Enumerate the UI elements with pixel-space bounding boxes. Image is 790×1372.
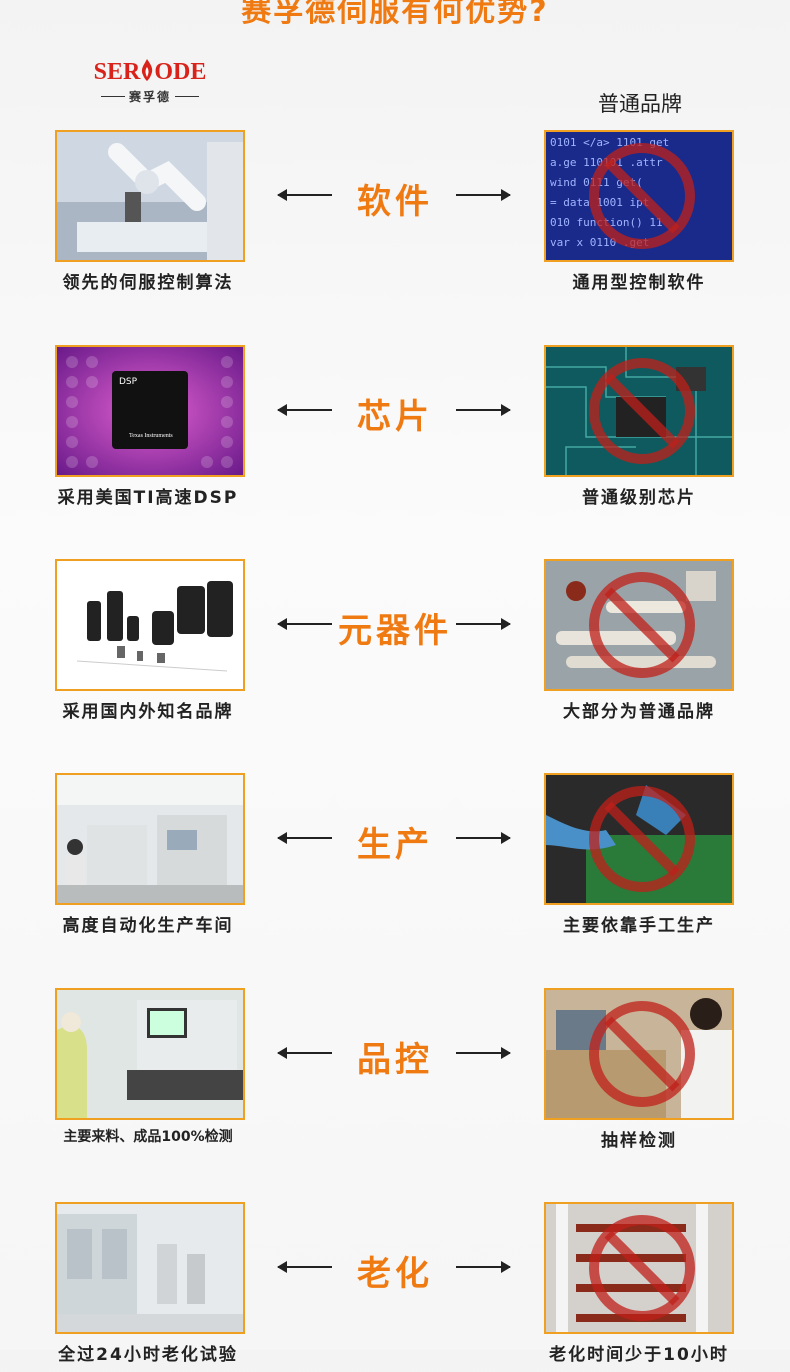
servode-caption: 采用美国TI高速DSP — [57, 488, 239, 508]
comparison-row-chip: DSP Texas Instruments 芯片 采用美国TI高速DSP 普通级… — [0, 345, 790, 515]
left-arrow — [277, 404, 332, 416]
left-arrow — [277, 1047, 332, 1059]
right-arrow — [456, 189, 511, 201]
right-arrow — [456, 1047, 511, 1059]
left-arrow — [277, 832, 332, 844]
svg-text:0101 </a> 1101 get: 0101 </a> 1101 get — [550, 136, 669, 149]
comparison-row-software: 软件 0101 </a> 1101 get a.ge 110101 .attr … — [0, 130, 790, 300]
common-brand-label: 普通品牌 — [598, 92, 682, 116]
automated-workshop-photo — [55, 773, 245, 905]
svg-text:wind 0111 get(: wind 0111 get( — [550, 176, 643, 189]
feature-label: 芯片 — [357, 397, 433, 437]
common-caption: 普通级别芯片 — [582, 488, 696, 508]
common-caption: 大部分为普通品牌 — [563, 702, 715, 722]
svg-text:a.ge 110101 .attr: a.ge 110101 .attr — [550, 156, 663, 169]
manual-assembly-photo — [544, 773, 734, 905]
circuit-board-photo — [544, 345, 734, 477]
code-screen-photo: 0101 </a> 1101 get a.ge 110101 .attr win… — [544, 130, 734, 262]
servode-caption: 全过24小时老化试验 — [58, 1345, 238, 1365]
svg-text:010 function() 11: 010 function() 11 — [550, 216, 663, 229]
left-arrow — [277, 618, 332, 630]
common-caption: 主要依靠手工生产 — [563, 916, 715, 936]
inspection-station-photo — [55, 988, 245, 1120]
comparison-row-production: 生产 高度自动化生产车间 主要依靠手工生产 — [0, 773, 790, 943]
comparison-row-aging: 老化 全过24小时老化试验 老化时间少于10小时 — [0, 1202, 790, 1372]
resistors-photo — [544, 559, 734, 691]
svg-text:var x 0110 .get: var x 0110 .get — [550, 236, 649, 249]
left-arrow — [277, 1261, 332, 1273]
aging-room-photo — [55, 1202, 245, 1334]
right-arrow — [456, 832, 511, 844]
feature-label: 生产 — [357, 825, 433, 865]
flame-icon — [142, 59, 153, 81]
feature-label: 元器件 — [338, 611, 452, 651]
chip-label: DSP — [119, 377, 138, 387]
common-caption: 老化时间少于10小时 — [549, 1345, 729, 1365]
robot-arm-photo — [55, 130, 245, 262]
servode-caption: 高度自动化生产车间 — [62, 916, 234, 936]
aging-rack-photo — [544, 1202, 734, 1334]
left-arrow — [277, 189, 332, 201]
right-arrow — [456, 1261, 511, 1273]
comparison-row-components: 元器件 采用国内外知名品牌 大部分为普通品牌 — [0, 559, 790, 729]
servode-caption: 主要来料、成品100%检测 — [63, 1129, 233, 1145]
right-arrow — [456, 404, 511, 416]
servode-caption: 领先的伺服控制算法 — [62, 273, 234, 293]
capacitors-photo — [55, 559, 245, 691]
dsp-chip-photo: DSP Texas Instruments — [55, 345, 245, 477]
comparison-row-quality: 品控 主要来料、成品100%检测 抽样检测 — [0, 988, 790, 1158]
feature-label: 软件 — [357, 182, 433, 222]
ti-brand: Texas Instruments — [129, 433, 173, 439]
feature-label: 品控 — [357, 1040, 433, 1080]
sampling-inspection-photo — [544, 988, 734, 1120]
logo-cn-name: 赛孚德 — [88, 88, 212, 105]
common-caption: 通用型控制软件 — [572, 273, 706, 293]
page-title: 赛孚德伺服有何优势? — [241, 0, 549, 29]
servode-caption: 采用国内外知名品牌 — [62, 702, 234, 722]
right-arrow — [456, 618, 511, 630]
svg-text:= data 1001 ipt: = data 1001 ipt — [550, 196, 649, 209]
common-caption: 抽样检测 — [601, 1131, 677, 1151]
feature-label: 老化 — [357, 1254, 433, 1294]
